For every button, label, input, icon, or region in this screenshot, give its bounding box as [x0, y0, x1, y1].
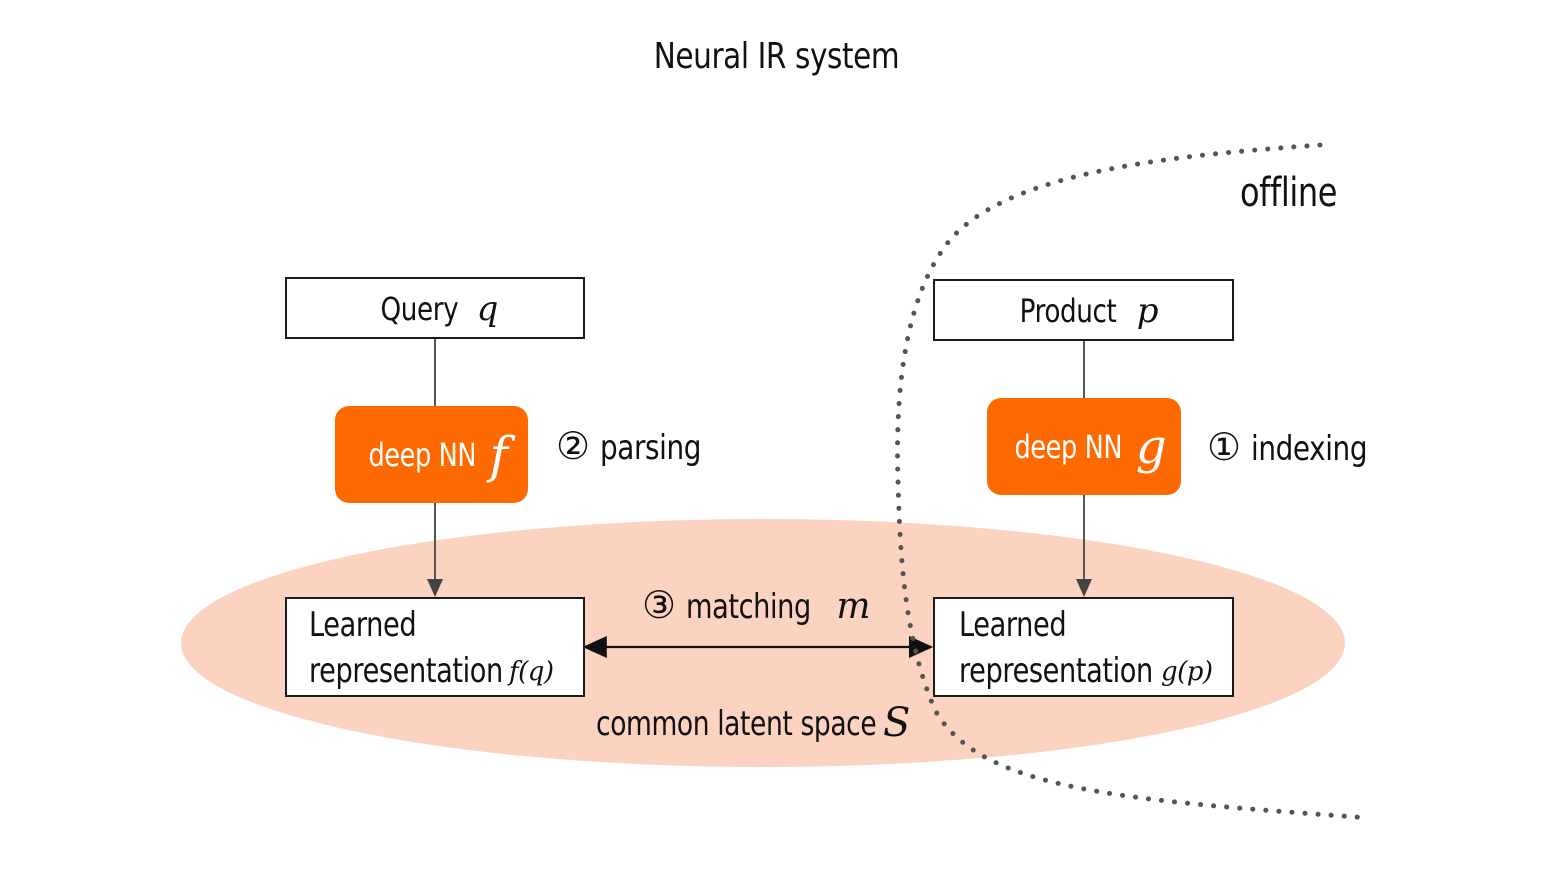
step-parsing-label: parsing: [599, 428, 701, 468]
step-matching-marker: ③: [642, 583, 676, 627]
query-label: Query: [380, 290, 458, 328]
step-indexing-marker: ①: [1207, 425, 1241, 469]
deep-nn-g-label: deep NN: [1014, 427, 1123, 466]
diagram-title: Neural IR system: [653, 36, 900, 77]
deep-nn-g-block: deep NN g: [987, 398, 1181, 495]
product-box: Product p: [933, 279, 1234, 341]
rep-right-line1: Learned: [959, 605, 1067, 645]
step-parsing-marker: ②: [556, 424, 590, 468]
deep-nn-f-block: deep NN f: [335, 406, 528, 503]
rep-left-symbol: f(q): [509, 657, 554, 687]
rep-right-symbol: g(p): [1161, 657, 1213, 687]
rep-right-box: Learned representation g(p): [933, 597, 1234, 697]
step-indexing: ① indexing: [1207, 425, 1393, 469]
query-box: Query q: [285, 277, 585, 339]
query-symbol: q: [476, 289, 499, 329]
deep-nn-f-label: deep NN: [368, 435, 477, 474]
latent-space-text: common latent space: [596, 704, 877, 744]
latent-space-symbol: S: [883, 700, 910, 746]
step-matching: ③ matching m: [642, 583, 870, 627]
rep-right-line2: representation: [959, 651, 1153, 691]
offline-boundary-dotted: [895, 142, 1373, 821]
step-parsing: ② parsing: [556, 424, 723, 468]
step-indexing-label: indexing: [1250, 429, 1368, 469]
deep-nn-g-symbol: g: [1135, 418, 1167, 475]
deep-nn-f-symbol: f: [489, 425, 509, 484]
rep-left-box: Learned representation f(q): [285, 597, 585, 697]
latent-space-label: common latent space: [596, 704, 955, 744]
offline-label: offline: [1240, 170, 1338, 216]
step-matching-symbol: m: [836, 586, 870, 627]
rep-left-line1: Learned: [309, 605, 417, 645]
step-matching-label: matching: [685, 587, 811, 627]
product-label: Product: [1019, 292, 1116, 330]
rep-left-line2: representation: [309, 651, 503, 691]
product-symbol: p: [1136, 291, 1159, 331]
